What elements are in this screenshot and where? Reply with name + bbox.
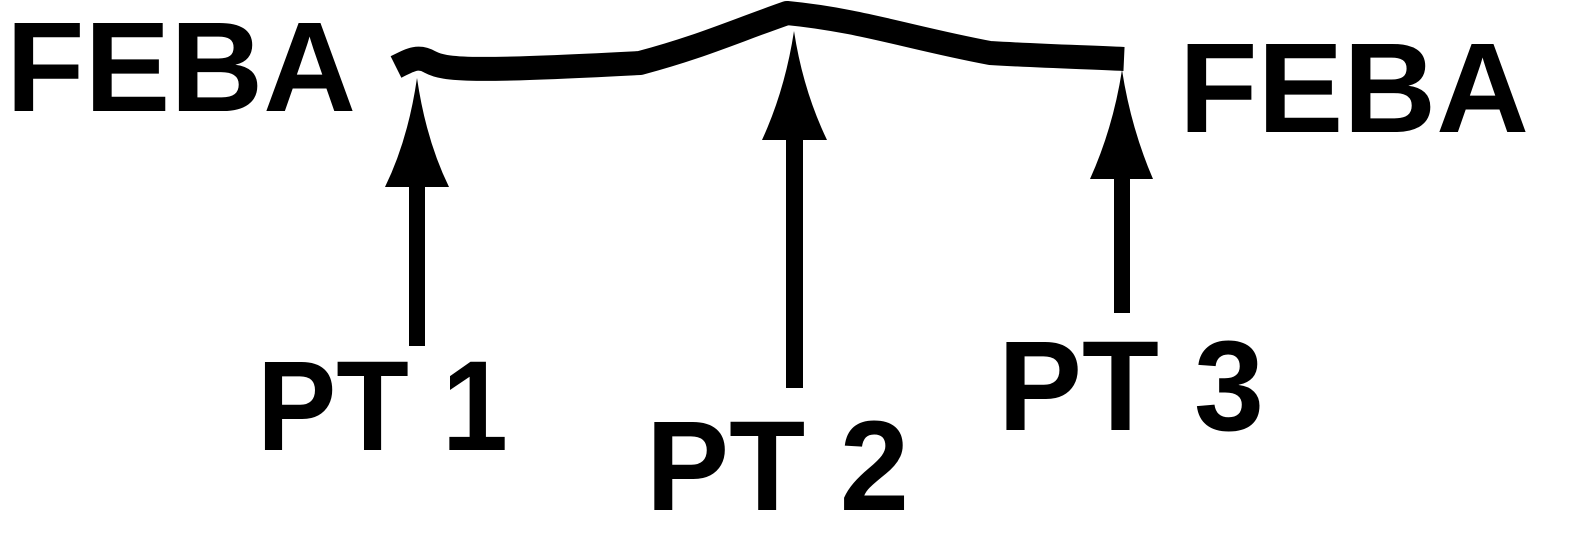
pt1-label: PT 1 xyxy=(257,335,508,478)
pt2-arrow xyxy=(762,31,827,388)
pt2-label: PT 2 xyxy=(646,395,909,538)
feba-line xyxy=(390,1,1125,81)
pt1-arrow xyxy=(385,78,449,346)
pt3-label: PT 3 xyxy=(998,315,1264,458)
feba-label-left: FEBA xyxy=(6,0,356,139)
pt3-arrow xyxy=(1090,70,1153,313)
feba-label-right: FEBA xyxy=(1179,17,1529,160)
